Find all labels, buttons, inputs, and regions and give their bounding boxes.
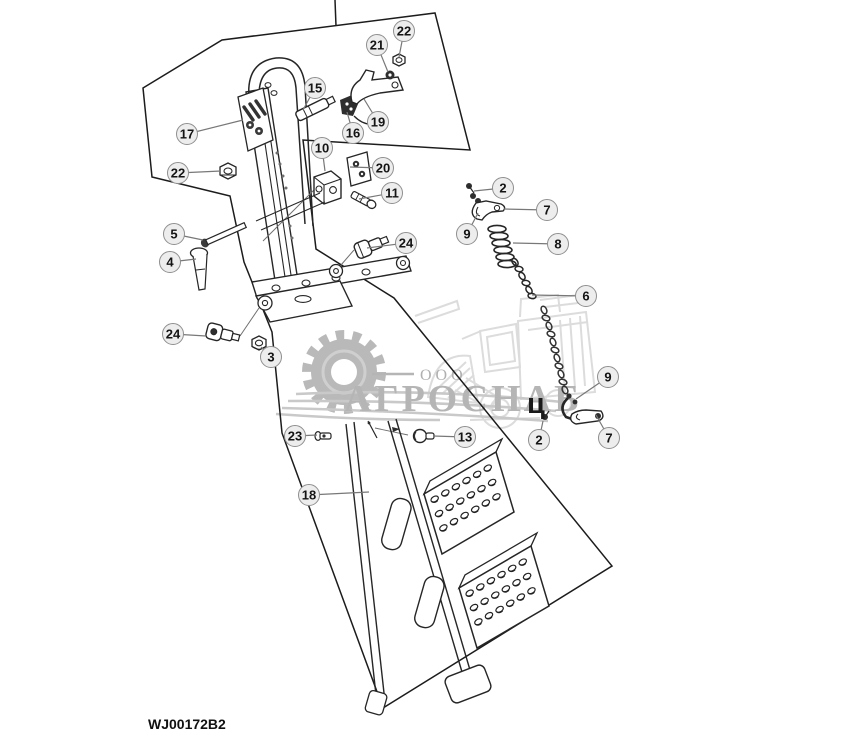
swoosh-lines [275, 390, 563, 423]
callout-9: 9 [597, 366, 619, 388]
svg-text:22: 22 [171, 166, 185, 181]
callout-16: 16 [342, 122, 364, 144]
chain-hook-group-lower [540, 305, 604, 425]
callout-24: 24 [395, 232, 417, 254]
svg-text:20: 20 [376, 161, 390, 176]
callout-7: 7 [598, 427, 620, 449]
callout-9: 9 [456, 223, 478, 245]
callout-11: 11 [381, 182, 403, 204]
callout-23: 23 [284, 425, 306, 447]
latch-parts-group [219, 53, 406, 180]
callout-layer: 22 21 15 19 16 17 22 10 20 11 5 4 24 24 3 2 7 9 8 6 9 7 2 23 13 1… [159, 20, 620, 506]
top-leader-line [334, 0, 337, 27]
svg-text:9: 9 [463, 227, 470, 242]
svg-text:21: 21 [370, 38, 384, 53]
pin-row-group [314, 420, 435, 444]
svg-text:9: 9 [604, 370, 611, 385]
support-bracket-assembly [237, 57, 412, 337]
callout-5: 5 [163, 223, 185, 245]
svg-text:4: 4 [166, 255, 174, 270]
svg-text:15: 15 [308, 81, 322, 96]
watermark-company-name: АГРОСНАБ [344, 378, 582, 420]
watermark-prefix: ООО [420, 367, 467, 384]
callout-4: 4 [159, 251, 181, 273]
svg-text:18: 18 [302, 488, 316, 503]
callout-10: 10 [311, 137, 333, 159]
svg-text:6: 6 [582, 289, 589, 304]
callout-24: 24 [162, 323, 184, 345]
svg-text:10: 10 [315, 141, 329, 156]
callout-3: 3 [260, 346, 282, 368]
section-outline [142, 12, 614, 710]
svg-text:7: 7 [543, 203, 550, 218]
callout-8: 8 [547, 233, 569, 255]
callout-15: 15 [304, 77, 326, 99]
svg-text:7: 7 [605, 431, 612, 446]
fasteners-group [189, 192, 390, 351]
callout-18: 18 [298, 484, 320, 506]
callout-13: 13 [454, 426, 476, 448]
svg-text:16: 16 [346, 126, 360, 141]
drawing-code: WJ00172B2 [148, 716, 226, 731]
svg-text:22: 22 [397, 24, 411, 39]
svg-text:5: 5 [170, 227, 177, 242]
stray-watermark-letter: ц [527, 388, 545, 420]
callout-17: 17 [176, 123, 198, 145]
svg-text:23: 23 [288, 429, 302, 444]
step-assembly [345, 418, 550, 716]
callout-21: 21 [366, 34, 388, 56]
svg-text:17: 17 [180, 127, 194, 142]
callout-20: 20 [372, 157, 394, 179]
watermark-layer: ООО АГРОСНАБ [275, 291, 597, 429]
callout-2: 2 [528, 429, 550, 451]
svg-text:2: 2 [535, 433, 542, 448]
svg-text:24: 24 [166, 327, 181, 342]
callout-2: 2 [492, 177, 514, 199]
svg-text:13: 13 [458, 430, 472, 445]
svg-text:11: 11 [385, 186, 399, 201]
svg-text:8: 8 [554, 237, 561, 252]
latch-lever-group-upper [466, 183, 537, 300]
section-border-layer [142, 0, 614, 710]
callout-7: 7 [536, 199, 558, 221]
svg-text:19: 19 [371, 115, 385, 130]
svg-text:3: 3 [267, 350, 274, 365]
svg-text:24: 24 [399, 236, 414, 251]
callout-22: 22 [393, 20, 415, 42]
callout-22: 22 [167, 162, 189, 184]
callout-6: 6 [575, 285, 597, 307]
svg-text:2: 2 [499, 181, 506, 196]
callout-19: 19 [367, 111, 389, 133]
